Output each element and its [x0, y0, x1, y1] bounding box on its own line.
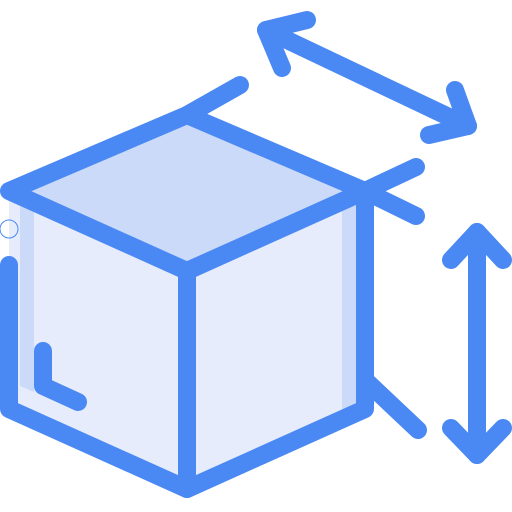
- width-arrow-shaft: [257, 21, 477, 135]
- height-arrow-head-top: [442, 223, 512, 269]
- height-double-arrow-icon: [442, 223, 512, 464]
- corner-mark-l: [34, 342, 87, 411]
- box-outline: [0, 106, 374, 498]
- box-right-face: [187, 191, 365, 489]
- box-left-dot: [0, 219, 19, 239]
- width-arrow-head-right: [420, 81, 477, 144]
- box-bottom-outline: [0, 182, 374, 498]
- right-extension-line-lower: [356, 182, 425, 225]
- bottom-extension-line: [356, 371, 427, 439]
- width-double-arrow-icon: [257, 11, 477, 144]
- box-left-edge-shade: [20, 196, 34, 392]
- top-extension-line: [178, 76, 249, 124]
- box-left-face: [9, 191, 187, 489]
- extension-lines: [178, 76, 427, 439]
- width-arrow-head-left: [257, 11, 316, 77]
- height-arrow-head-bottom: [442, 419, 512, 464]
